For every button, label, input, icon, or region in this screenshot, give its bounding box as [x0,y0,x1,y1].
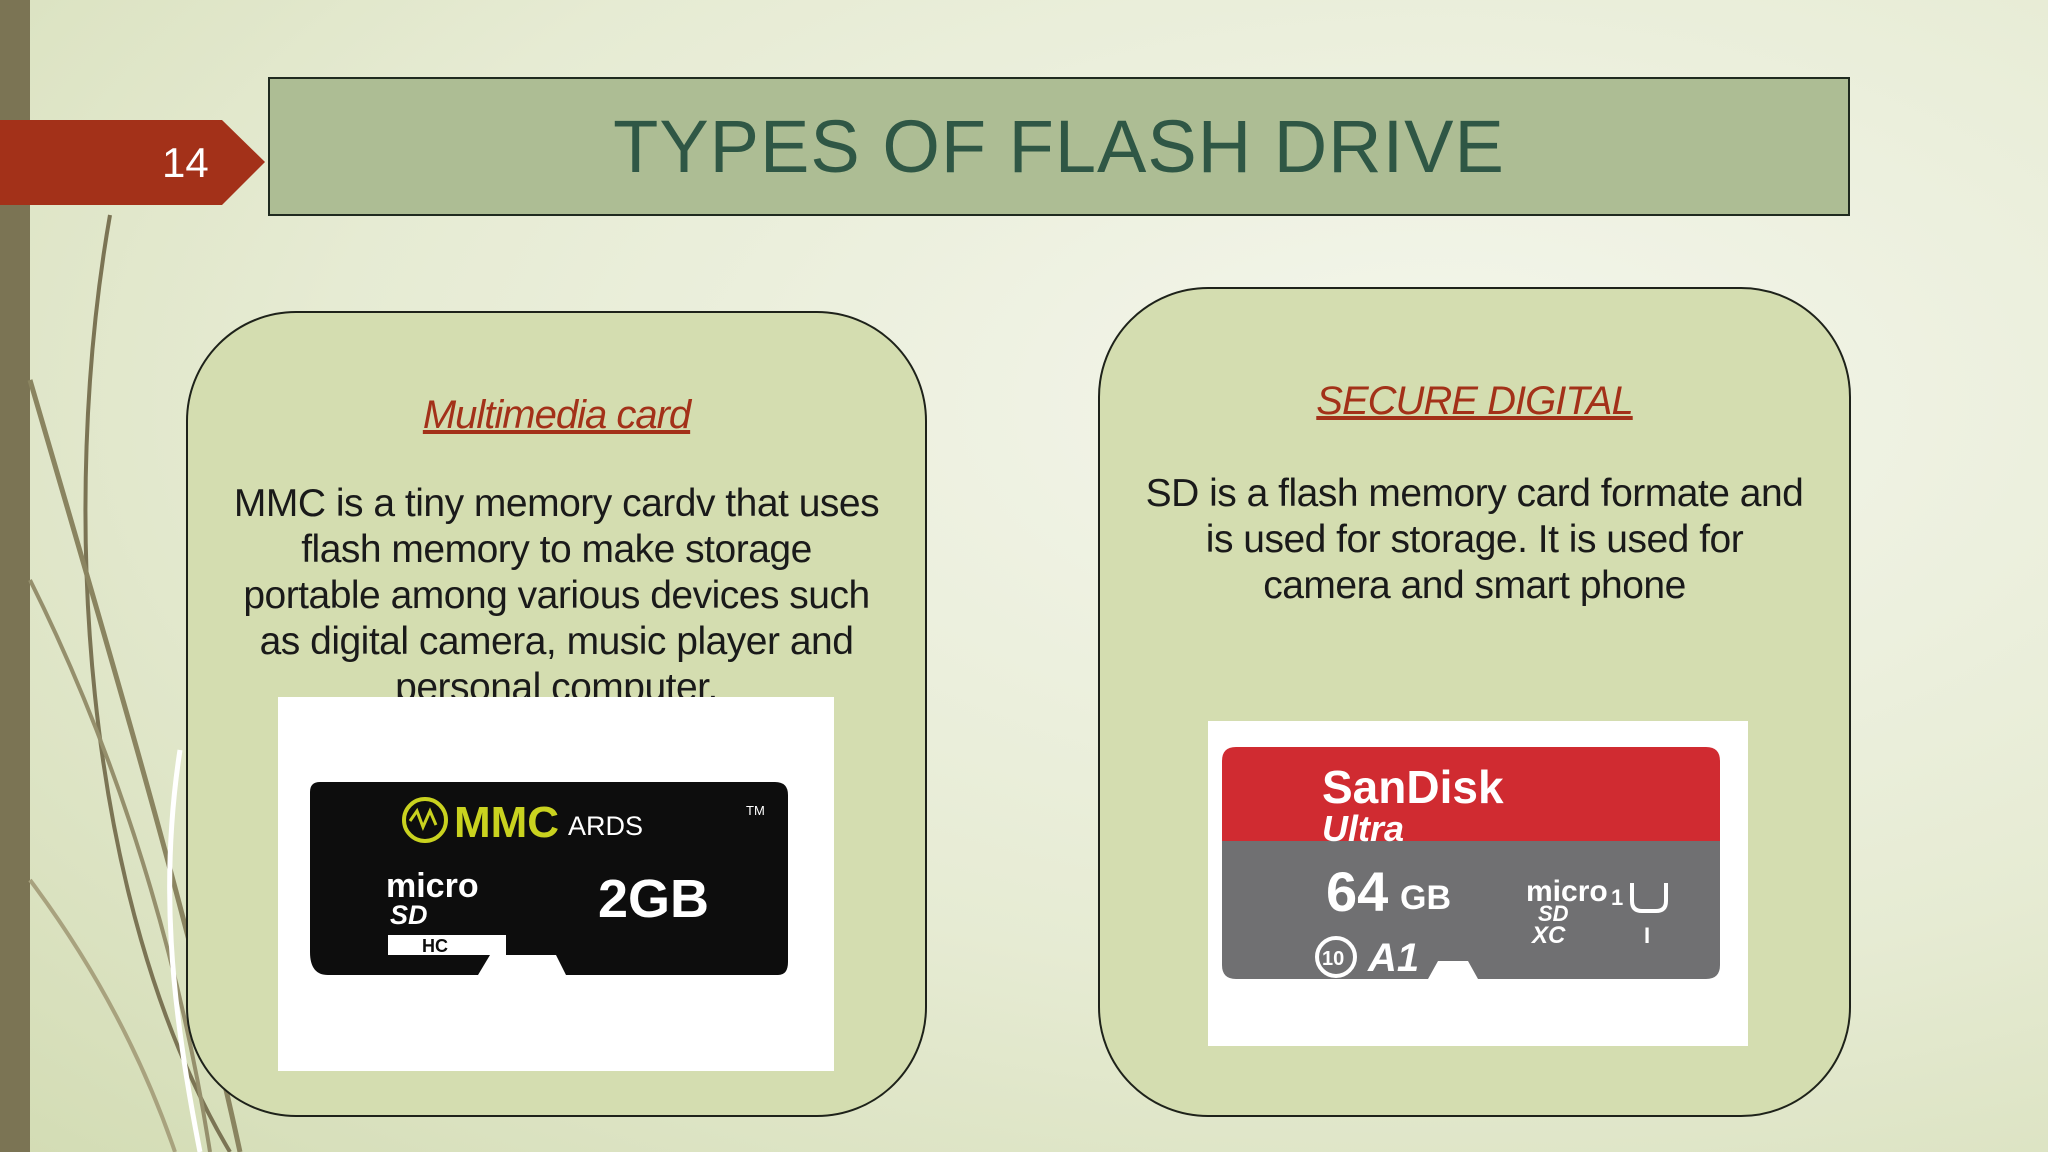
mmc-logo-icon [402,797,448,843]
mmc-card-body [310,782,788,975]
mmc-capacity: 2GB [598,869,709,929]
sandisk-sd-label: SD [1538,901,1569,926]
sandisk-micro-label: micro [1526,875,1608,908]
sd-heading: SECURE DIGITAL [1316,379,1633,423]
sd-description: SD is a flash memory card formate and is… [1145,472,1804,607]
sandisk-line: Ultra [1322,808,1404,849]
mmc-description: MMC is a tiny memory cardv that uses fla… [233,482,880,697]
mmc-hc-label: HC [422,936,448,956]
mmc-brand-suffix: ARDS [568,811,643,841]
swoosh-line [167,749,203,1152]
sandisk-speed-class: 10 [1322,948,1344,970]
speed-class-icon [1315,936,1357,978]
swoosh-line [83,214,232,1152]
title-box: TYPES OF FLASH DRIVE [268,77,1850,216]
uhs-icon [1630,883,1668,913]
mmc-brand: MMC [454,798,559,847]
sandisk-card-gray [1222,841,1720,979]
sandisk-card-red [1222,747,1720,841]
sandisk-brand: SanDisk [1322,761,1504,813]
slide-number: 14 [162,139,209,186]
sandisk-uhs: 1 [1611,885,1623,910]
mmc-trademark: TM [746,803,765,818]
sandisk-app-class: A1 [1367,936,1419,980]
mmc-card-image: MMC ARDS TM micro SD HC 2GB [278,697,834,1071]
swoosh-line [28,878,177,1152]
sandisk-xc-label: XC [1530,922,1566,949]
sandisk-card-image: SanDisk Ultra 64 GB micro SD XC 1 I 10 A… [1208,721,1748,1046]
slide-number-badge: 14 [0,120,265,205]
sandisk-capacity-value: 64 [1326,860,1388,923]
swoosh-line [28,579,212,1152]
sandisk-uhs-class: I [1644,923,1650,948]
mmc-sd-label: SD [390,900,428,930]
mmc-heading: Multimedia card [422,393,691,437]
sandisk-capacity-unit: GB [1400,879,1451,917]
slide-title: TYPES OF FLASH DRIVE [613,105,1505,188]
mmc-micro-label: micro [386,867,479,905]
